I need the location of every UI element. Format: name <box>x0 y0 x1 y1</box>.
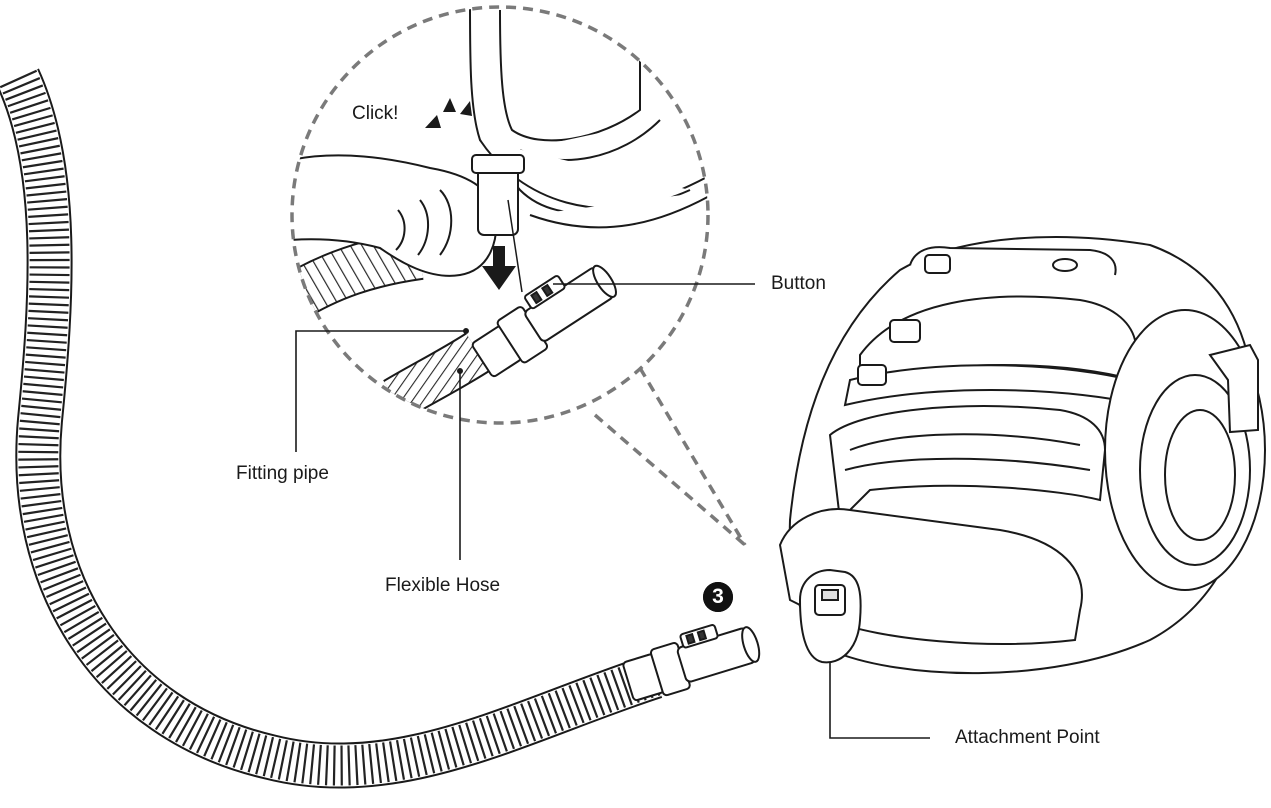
click-label: Click! <box>352 103 399 124</box>
fitting-pipe-label: Fitting pipe <box>236 463 329 484</box>
vacuum-cleaner-body <box>778 236 1266 675</box>
zoom-circle-outline <box>290 5 710 425</box>
flexible-hose-main <box>0 68 663 789</box>
step-number-badge: 3 <box>703 582 733 612</box>
button-label: Button <box>771 273 826 294</box>
leader-fitting-pipe <box>295 330 466 452</box>
callout-pointer <box>593 367 747 547</box>
hose-connector-main <box>622 624 761 702</box>
attachment-point-label: Attachment Point <box>955 727 1100 748</box>
push-down-arrow <box>482 246 516 290</box>
flexible-hose-label: Flexible Hose <box>385 575 501 596</box>
